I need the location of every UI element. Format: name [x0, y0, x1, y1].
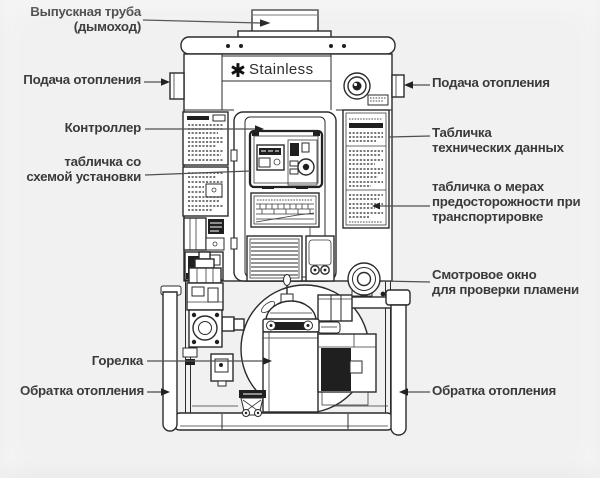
heating-pipe-left: [160, 285, 182, 432]
burner-body: [262, 331, 319, 413]
label-transport-precautions-plate: табличка о мерах предосторожности при тр…: [432, 179, 581, 224]
label-line: предосторожности при: [432, 193, 581, 209]
gas-valve-sensor: [210, 353, 234, 387]
brand-logo-text: Stainless: [249, 61, 313, 78]
leader-heating-return-right: [399, 388, 430, 396]
label-line: Подача отопления: [432, 75, 550, 90]
label-heating-return-left: Обратка отопления: [20, 383, 144, 399]
label-burner: Горелка: [91, 353, 144, 369]
label-line: Контроллер: [64, 120, 142, 135]
label-line: Смотровое окно: [432, 267, 537, 282]
leader-sight-glass: [380, 280, 431, 283]
label-line: Обратка отопления: [432, 383, 556, 398]
label-controller: Контроллер: [64, 120, 142, 136]
leader-technical-data-plate: [388, 135, 431, 138]
circulation-pump: [239, 390, 266, 417]
left-info-plates: [182, 111, 229, 217]
label-line: транспортировке: [432, 208, 543, 224]
label-line: (дымоход): [73, 18, 142, 34]
ignition-transformer: [317, 333, 377, 406]
label-line: Подача отопления: [23, 72, 141, 87]
label-heating-supply-right: Подача отопления: [432, 75, 550, 91]
base-frame: [172, 412, 395, 431]
sight-glass: [347, 262, 386, 297]
leader-controller: [145, 125, 264, 133]
controller-panel: [248, 129, 324, 189]
port-label-plate: [367, 94, 389, 106]
supply-port-right: [391, 74, 405, 98]
label-line: схемой установки: [26, 168, 141, 184]
burner-head: [262, 274, 320, 333]
leader-heating-supply-right: [404, 81, 430, 89]
exhaust-stub: [237, 9, 332, 39]
label-line: Выпускная труба: [30, 4, 141, 19]
label-line: технических данных: [432, 139, 564, 155]
heating-pipe-right: [385, 289, 411, 436]
label-sight-glass: Смотровое окно для проверки пламени: [432, 267, 579, 298]
air-duct: [317, 294, 393, 334]
label-heating-return-right: Обратка отопления: [432, 383, 556, 399]
leader-heating-supply-left: [144, 78, 170, 86]
label-line: Табличка: [432, 125, 492, 140]
leader-heating-return-left: [147, 388, 170, 396]
brand-plate: ✱ Stainless: [221, 55, 332, 82]
vent-grille: [246, 235, 303, 282]
leader-exhaust-pipe: [142, 19, 271, 27]
leader-installation-scheme-plate: [144, 170, 251, 176]
pilot-panel: [305, 235, 335, 282]
right-info-plate: [342, 109, 390, 229]
label-exhaust-pipe: Выпускная труба (дымоход): [30, 4, 142, 35]
top-cap: [180, 36, 396, 55]
gas-valve-assembly: [182, 251, 245, 387]
supply-port-left: [169, 72, 185, 100]
leader-burner: [147, 357, 272, 365]
installation-scheme-plate: [250, 192, 320, 236]
leader-transport-precautions-plate: [372, 202, 430, 210]
stainless-logo-icon: ✱: [230, 60, 246, 82]
controller-knob: [297, 158, 315, 176]
label-technical-data-plate: Табличка технических данных: [432, 125, 564, 156]
label-line: для проверки пламени: [432, 281, 579, 297]
label-line: Обратка отопления: [20, 383, 144, 398]
label-line: табличка со: [64, 154, 141, 169]
label-line: Горелка: [91, 353, 144, 368]
flue-ring: [343, 72, 371, 100]
label-line: табличка о мерах: [432, 179, 544, 194]
controller-display: [256, 144, 285, 171]
label-heating-supply-left: Подача отопления: [23, 72, 141, 88]
label-installation-scheme-plate: табличка со схемой установки: [26, 154, 141, 185]
